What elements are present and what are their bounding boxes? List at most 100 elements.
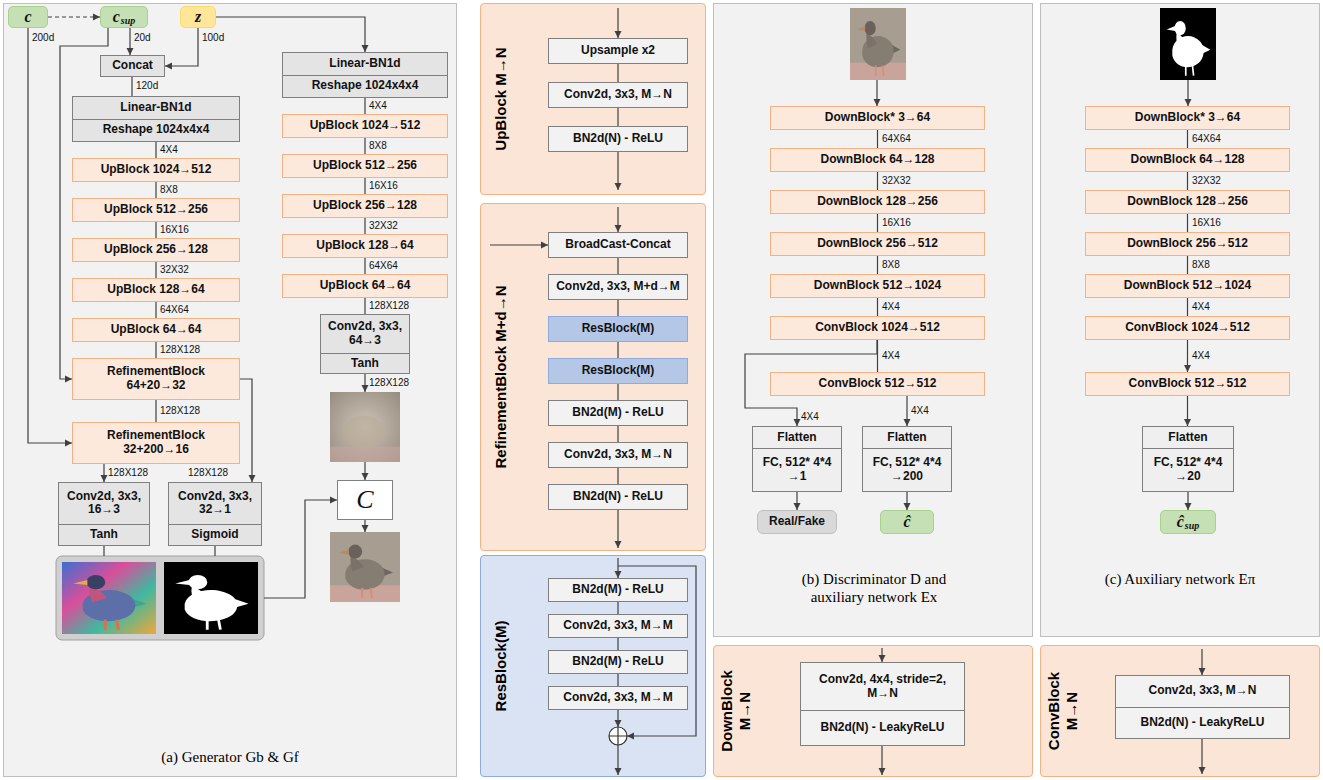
layer-box: Concat <box>100 55 165 77</box>
image-frame <box>56 556 264 640</box>
panel-caption: (a) Generator Gb & Gf <box>4 748 456 766</box>
node-label: ConvBlock 512→512 <box>1086 373 1289 395</box>
block-definition-panel: UpBlock M→NUpsample x2Conv2d, 3x3, M→NBN… <box>480 3 706 195</box>
flow-arrow <box>617 8 618 38</box>
size-label: 16X16 <box>1192 217 1221 229</box>
block-title: UpBlock M→N <box>481 14 521 184</box>
block-title: ConvBlock M→N <box>1041 661 1085 761</box>
size-label: 128X128 <box>108 467 148 479</box>
connector <box>131 77 132 96</box>
node-label: DownBlock 512→1024 <box>771 275 984 297</box>
operation-box: BroadCast-Concat <box>548 232 688 258</box>
operation-box: BN2d(M) - ReLU <box>548 650 688 674</box>
layer-block: UpBlock 1024→512 <box>72 158 240 182</box>
node-label: Flatten <box>1143 427 1233 448</box>
size-label: 8X8 <box>369 140 387 152</box>
operation-box: Conv2d, 3x3, M+d→M <box>548 274 688 300</box>
layer-block: RefinementBlock 64+20→32 <box>72 358 240 400</box>
layer-block: ConvBlock 512→512 <box>1085 372 1290 396</box>
size-label: 128X128 <box>369 377 409 389</box>
node-label: UpBlock 128→64 <box>283 235 447 257</box>
layer-block: UpBlock 128→64 <box>72 278 240 302</box>
connector <box>617 300 618 316</box>
connector <box>877 340 878 372</box>
node-label: ĉ <box>881 511 933 533</box>
size-label: 4X4 <box>911 405 929 417</box>
node-label: Conv2d, 3x3, M→M <box>549 615 687 637</box>
node-label: BroadCast-Concat <box>549 233 687 257</box>
layer-box: Conv2d, 3x3, 16→3Tanh <box>58 482 150 546</box>
node-label: Conv2d, 3x3, 64→3 <box>321 315 409 353</box>
node-label: Concat <box>101 56 164 76</box>
connector <box>877 298 878 316</box>
size-label: 64X64 <box>1192 133 1221 145</box>
connector <box>877 130 878 148</box>
vector-node: ĉsup <box>1160 510 1216 534</box>
size-label: 4X4 <box>1192 350 1210 362</box>
flow-arrow <box>617 510 618 548</box>
node-label: Flatten <box>863 427 951 448</box>
layer-block: UpBlock 512→256 <box>282 154 448 178</box>
connector <box>155 262 156 278</box>
size-label: 4X4 <box>160 144 178 156</box>
connector <box>129 28 130 55</box>
node-label: sup <box>1185 520 1199 532</box>
node-label: Conv2d, 3x3, M→N <box>1116 676 1289 707</box>
layer-block: UpBlock 512→256 <box>72 198 240 222</box>
foreground-image <box>62 562 156 634</box>
resblock-box: ResBlock(M) <box>548 316 688 342</box>
operation-box: BN2d(N) - ReLU <box>548 126 688 152</box>
input-mask <box>1160 8 1216 80</box>
size-label: 128X128 <box>160 344 200 356</box>
node-label: DownBlock 512→1024 <box>1086 275 1289 297</box>
node-label: RefinementBlock 32+200→16 <box>73 423 239 463</box>
node-label: UpBlock 512→256 <box>73 199 239 221</box>
operation-box: BN2d(M) - ReLU <box>548 400 688 426</box>
layer-block: DownBlock 64→128 <box>770 148 985 172</box>
flow-arrow <box>617 710 618 727</box>
layer-block: DownBlock 128→256 <box>1085 190 1290 214</box>
node-label: FC, 512* 4*4 →20 <box>1143 448 1233 491</box>
node-label: Conv2d, 3x3, 32→1 <box>169 483 261 524</box>
connector <box>617 426 618 442</box>
block-title: ResBlock(M) <box>481 566 521 766</box>
connector <box>1187 256 1188 274</box>
node-label: C <box>338 481 392 519</box>
connector <box>155 302 156 318</box>
connector <box>1187 172 1188 190</box>
compose-operator: C <box>337 480 393 520</box>
flow-arrow <box>364 520 365 532</box>
node-label: BN2d(N) - ReLU <box>549 485 687 509</box>
layer-block: DownBlock 512→1024 <box>770 274 985 298</box>
block-definition-panel: ConvBlock M→N Conv2d, 3x3, M→NBN2d(N) - L… <box>1040 645 1320 777</box>
node-label: UpBlock 512→256 <box>283 155 447 177</box>
size-label: 20d <box>134 32 151 44</box>
size-label: 16X16 <box>882 217 911 229</box>
flow-arrow <box>1187 80 1188 106</box>
vector-node: csup <box>100 6 148 28</box>
operation-box: Conv2d, 3x3, M→NBN2d(N) - LeakyReLU <box>1115 675 1290 739</box>
connector <box>60 28 108 379</box>
layer-block: UpBlock 128→64 <box>282 234 448 258</box>
operation-box: Conv2d, 3x3, M→N <box>548 82 688 108</box>
size-label: 200d <box>32 32 54 44</box>
size-label: 16X16 <box>369 180 398 192</box>
connector <box>155 182 156 198</box>
size-label: 120d <box>136 80 158 92</box>
node-label: UpBlock 1024→512 <box>73 159 239 181</box>
flow-arrow <box>881 648 882 662</box>
sum-symbol <box>609 727 627 745</box>
node-label: DownBlock 128→256 <box>1086 191 1289 213</box>
node-label: BN2d(N) - LeakyReLU <box>1116 707 1289 739</box>
size-label: 32X32 <box>160 264 189 276</box>
connector <box>364 178 365 194</box>
layer-block: UpBlock 64→64 <box>72 318 240 342</box>
connector <box>745 340 877 426</box>
size-label: 64X64 <box>160 304 189 316</box>
node-label: Tanh <box>321 353 409 373</box>
figure-panel: (c) Auxiliary network EπDownBlock* 3→64D… <box>1040 3 1320 637</box>
layer-block: UpBlock 256→128 <box>72 238 240 262</box>
connector <box>617 674 618 686</box>
flow-arrow <box>364 462 365 480</box>
node-label: FC, 512* 4*4 →1 <box>753 448 841 491</box>
